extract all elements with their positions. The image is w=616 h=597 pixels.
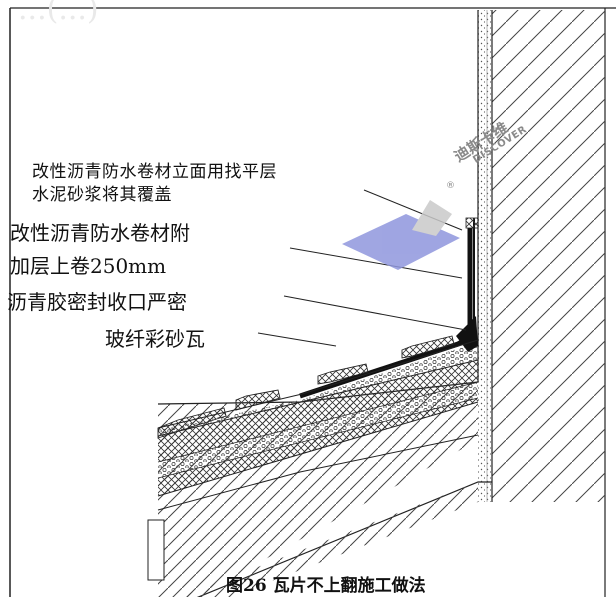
faded-header-text: ...(...) bbox=[18, 0, 99, 27]
masonry-wall bbox=[492, 10, 605, 502]
leader-line-4 bbox=[257, 332, 337, 347]
watermark-logo bbox=[342, 200, 460, 270]
slab-end-cap bbox=[147, 519, 165, 581]
leader-line-1 bbox=[363, 189, 463, 231]
label-sealant: 沥青胶密封收口严密 bbox=[7, 290, 187, 314]
lower-structure bbox=[180, 482, 478, 597]
shingle-tiles bbox=[157, 335, 479, 439]
wall-render-layer bbox=[478, 10, 492, 502]
label-tiles: 玻纤彩砂瓦 bbox=[105, 327, 205, 351]
screed-layer bbox=[158, 382, 478, 478]
figure-caption: 图26 瓦片不上翻施工做法 bbox=[226, 576, 426, 596]
leader-line-2 bbox=[289, 247, 463, 279]
label-membrane-vertical-line2: 水泥砂浆将其覆盖 bbox=[32, 185, 172, 205]
watermark-grey-triangle bbox=[412, 200, 452, 236]
leader-line-3 bbox=[283, 295, 467, 331]
label-additional-layer-line1: 改性沥青防水卷材附 bbox=[10, 221, 190, 245]
label-additional-layer-line2: 加层上卷250mm bbox=[10, 254, 167, 278]
base-layer bbox=[158, 398, 478, 496]
label-membrane-vertical-line1: 改性沥青防水卷材立面用找平层 bbox=[32, 162, 277, 182]
insulation-layer bbox=[158, 360, 478, 462]
watermark-registered-mark: ® bbox=[446, 181, 455, 191]
sealant-bead bbox=[456, 316, 478, 352]
